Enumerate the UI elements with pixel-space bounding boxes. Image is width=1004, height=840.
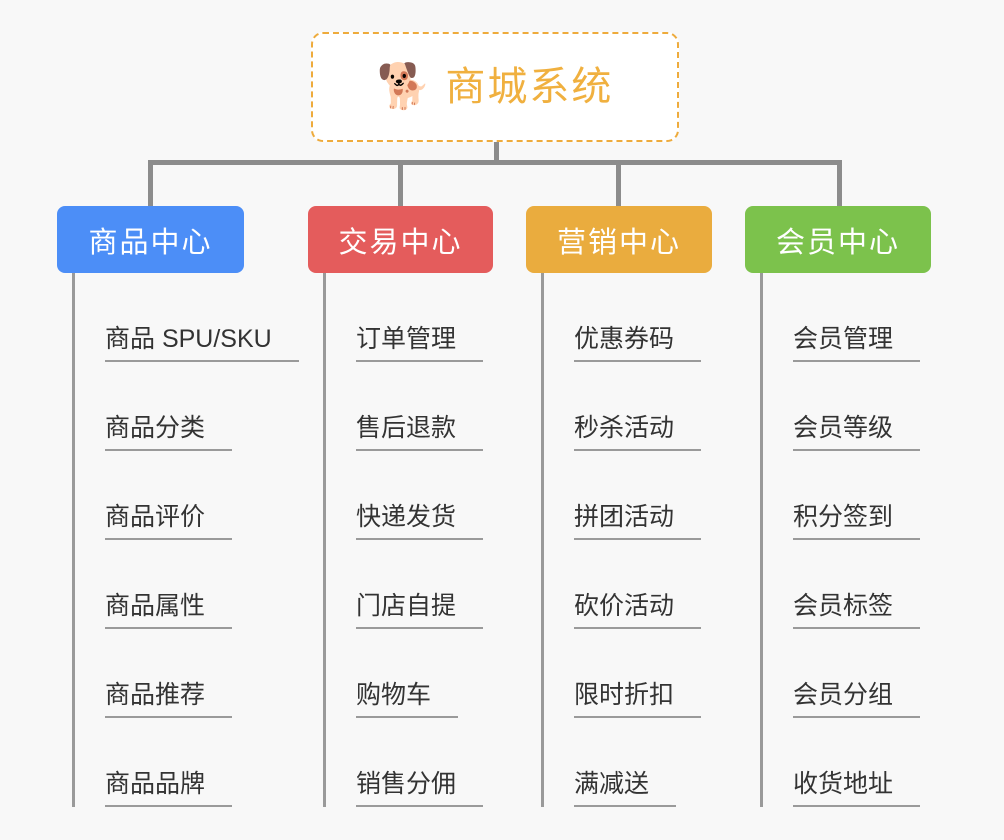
list-item-label: 会员标签 bbox=[793, 592, 921, 629]
list-item[interactable]: 门店自提 bbox=[323, 540, 484, 629]
branch-column-member-center: 会员中心 会员管理 会员等级 积分签到 会员标签 会员分组 收货地址 bbox=[745, 206, 960, 807]
list-item-label: 拼团活动 bbox=[574, 503, 702, 540]
list-item[interactable]: 商品评价 bbox=[72, 451, 299, 540]
list-item[interactable]: 商品品牌 bbox=[72, 718, 299, 807]
list-item-label: 砍价活动 bbox=[574, 592, 702, 629]
branch-items-1: 订单管理 售后退款 快递发货 门店自提 购物车 销售分佣 bbox=[323, 273, 484, 807]
list-item-label: 商品推荐 bbox=[105, 681, 233, 718]
list-item[interactable]: 满减送 bbox=[541, 718, 701, 807]
branch-column-product-center: 商品中心 商品 SPU/SKU 商品分类 商品评价 商品属性 商品推荐 商品品牌 bbox=[57, 206, 299, 807]
list-item[interactable]: 会员管理 bbox=[760, 273, 921, 362]
list-item-label: 会员管理 bbox=[793, 325, 921, 362]
list-item[interactable]: 优惠券码 bbox=[541, 273, 702, 362]
branch-header-3[interactable]: 会员中心 bbox=[745, 206, 931, 273]
branch-items-2: 优惠券码 秒杀活动 拼团活动 砍价活动 限时折扣 满减送 bbox=[541, 273, 702, 807]
list-item[interactable]: 砍价活动 bbox=[541, 540, 702, 629]
list-item[interactable]: 秒杀活动 bbox=[541, 362, 702, 451]
branch-rail-3 bbox=[760, 273, 763, 807]
list-item[interactable]: 收货地址 bbox=[760, 718, 921, 807]
list-item[interactable]: 订单管理 bbox=[323, 273, 484, 362]
list-item[interactable]: 商品属性 bbox=[72, 540, 299, 629]
list-item[interactable]: 商品分类 bbox=[72, 362, 299, 451]
branch-rail-2 bbox=[541, 273, 544, 807]
branch-items-3: 会员管理 会员等级 积分签到 会员标签 会员分组 收货地址 bbox=[760, 273, 921, 807]
connector-horizontal-bus bbox=[148, 160, 842, 165]
branch-header-0[interactable]: 商品中心 bbox=[57, 206, 244, 273]
list-item[interactable]: 售后退款 bbox=[323, 362, 484, 451]
connector-drop-branch-2 bbox=[616, 160, 621, 206]
list-item-label: 订单管理 bbox=[356, 325, 484, 362]
list-item[interactable]: 会员等级 bbox=[760, 362, 921, 451]
list-item-label: 商品品牌 bbox=[105, 770, 233, 807]
root-node-title: 商城系统 bbox=[445, 65, 614, 109]
connector-drop-branch-0 bbox=[148, 160, 153, 206]
list-item-label: 商品 SPU/SKU bbox=[105, 325, 299, 362]
shiba-dog-face-icon: 🐕 bbox=[376, 62, 432, 111]
branch-items-0: 商品 SPU/SKU 商品分类 商品评价 商品属性 商品推荐 商品品牌 bbox=[72, 273, 299, 807]
list-item[interactable]: 商品推荐 bbox=[72, 629, 299, 718]
root-node[interactable]: 🐕 商城系统 bbox=[311, 32, 679, 142]
list-item[interactable]: 会员分组 bbox=[760, 629, 921, 718]
list-item-label: 商品属性 bbox=[105, 592, 233, 629]
list-item-label: 会员分组 bbox=[793, 681, 921, 718]
list-item-label: 快递发货 bbox=[356, 503, 484, 540]
list-item-label: 商品评价 bbox=[105, 503, 233, 540]
list-item-label: 售后退款 bbox=[356, 414, 484, 451]
list-item-label: 会员等级 bbox=[793, 414, 921, 451]
list-item[interactable]: 销售分佣 bbox=[323, 718, 484, 807]
list-item[interactable]: 会员标签 bbox=[760, 540, 921, 629]
list-item[interactable]: 限时折扣 bbox=[541, 629, 702, 718]
list-item-label: 销售分佣 bbox=[356, 770, 484, 807]
branch-header-2[interactable]: 营销中心 bbox=[526, 206, 712, 273]
list-item-label: 优惠券码 bbox=[574, 325, 702, 362]
connector-root-stem bbox=[494, 142, 499, 164]
list-item-label: 商品分类 bbox=[105, 414, 233, 451]
connector-drop-branch-3 bbox=[837, 160, 842, 206]
list-item-label: 收货地址 bbox=[793, 770, 921, 807]
list-item-label: 限时折扣 bbox=[574, 681, 702, 718]
list-item[interactable]: 快递发货 bbox=[323, 451, 484, 540]
branch-column-trade-center: 交易中心 订单管理 售后退款 快递发货 门店自提 购物车 销售分佣 bbox=[308, 206, 523, 807]
list-item[interactable]: 积分签到 bbox=[760, 451, 921, 540]
branch-rail-1 bbox=[323, 273, 326, 807]
list-item-label: 购物车 bbox=[356, 681, 459, 718]
list-item-label: 积分签到 bbox=[793, 503, 921, 540]
list-item[interactable]: 拼团活动 bbox=[541, 451, 702, 540]
list-item-label: 秒杀活动 bbox=[574, 414, 702, 451]
connector-drop-branch-1 bbox=[398, 160, 403, 206]
list-item-label: 满减送 bbox=[574, 770, 677, 807]
list-item-label: 门店自提 bbox=[356, 592, 484, 629]
list-item[interactable]: 商品 SPU/SKU bbox=[72, 273, 299, 362]
list-item[interactable]: 购物车 bbox=[323, 629, 483, 718]
branch-rail-0 bbox=[72, 273, 75, 807]
branch-header-1[interactable]: 交易中心 bbox=[308, 206, 493, 273]
branch-column-marketing-center: 营销中心 优惠券码 秒杀活动 拼团活动 砍价活动 限时折扣 满减送 bbox=[526, 206, 741, 807]
